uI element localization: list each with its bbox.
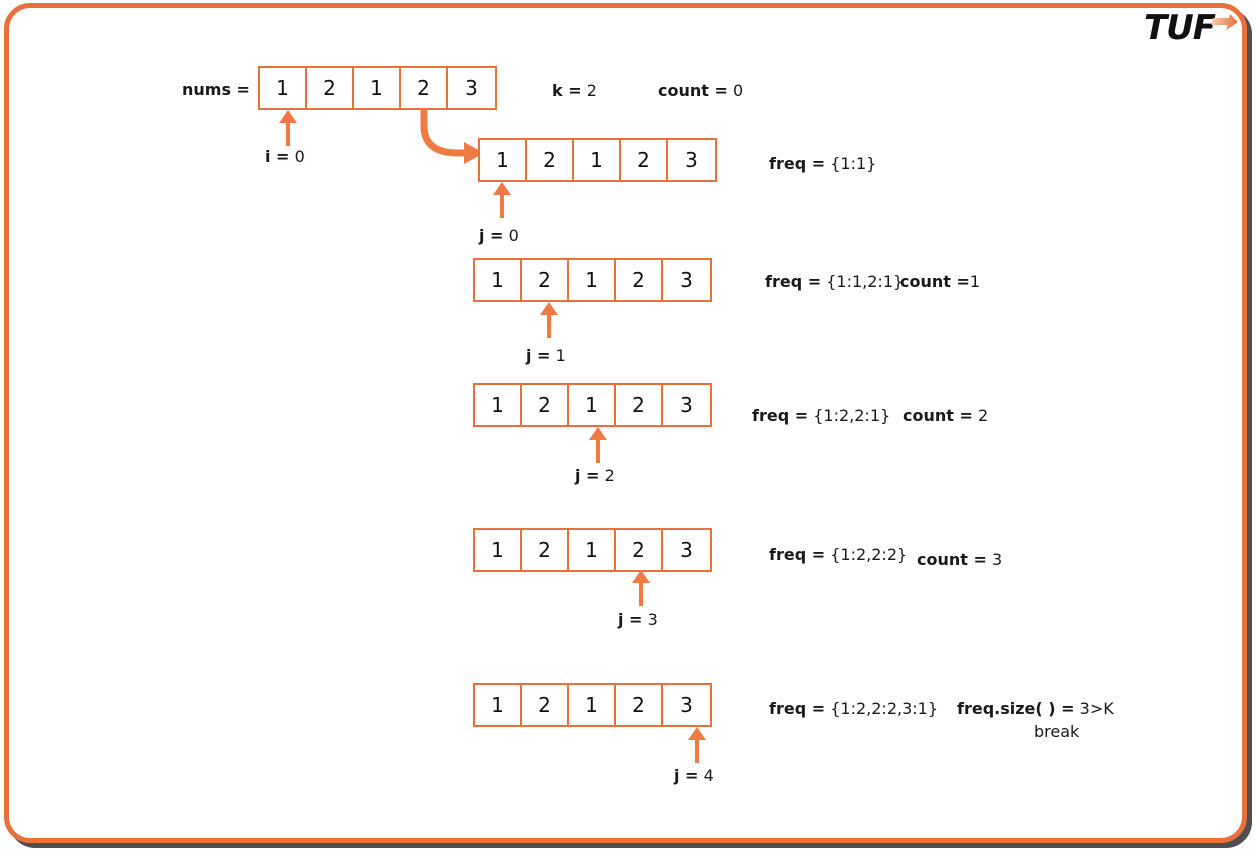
array-cell: 1 bbox=[480, 140, 527, 180]
break-note: break bbox=[1034, 722, 1080, 741]
freq-value: {1:2,2:2} bbox=[830, 545, 908, 564]
array-row-j4: 1 2 1 2 3 bbox=[473, 683, 712, 727]
pointer-key: j = bbox=[575, 466, 600, 485]
count-label-j2: count = 2 bbox=[903, 405, 988, 427]
freq-value: {1:2,2:1} bbox=[813, 406, 891, 425]
array-cell: 1 bbox=[569, 685, 616, 725]
pointer-key: j = bbox=[479, 226, 504, 245]
array-cell: 2 bbox=[616, 385, 663, 425]
array-cell: 3 bbox=[680, 268, 693, 292]
k-label: k = 2 bbox=[552, 80, 597, 102]
logo-text: TUF bbox=[1143, 8, 1216, 48]
array-cell: 2 bbox=[616, 530, 663, 570]
pointer-arrow-j4 bbox=[687, 727, 707, 768]
count-key: count = bbox=[900, 272, 970, 291]
freq-key: freq = bbox=[769, 545, 826, 564]
pointer-value: 4 bbox=[703, 766, 714, 785]
pointer-label-j4: j = 4 bbox=[674, 766, 714, 785]
array-cell: 2 bbox=[401, 68, 448, 108]
pointer-label-j3: j = 3 bbox=[618, 610, 658, 629]
array-row-nums: 1 2 1 2 3 bbox=[258, 66, 497, 110]
pointer-arrow-j1 bbox=[539, 302, 559, 343]
array-cell: 2 bbox=[527, 140, 574, 180]
count-value: 1 bbox=[969, 272, 981, 291]
freq-key: freq = bbox=[765, 272, 822, 291]
count-key: count = bbox=[917, 550, 987, 569]
pointer-label-j1: j = 1 bbox=[526, 346, 566, 365]
array-cell: 1 bbox=[475, 685, 522, 725]
count-value: 2 bbox=[977, 406, 989, 425]
array-cell: 3 bbox=[680, 693, 693, 717]
pointer-value: 0 bbox=[508, 226, 519, 245]
pointer-arrow-j3 bbox=[631, 570, 651, 611]
freq-label-j0: freq = {1:1} bbox=[769, 153, 876, 175]
freq-key: freq = bbox=[752, 406, 809, 425]
freq-label-j1: freq = {1:1,2:1} bbox=[765, 271, 903, 293]
array-cell: 2 bbox=[307, 68, 354, 108]
count-label-j1: count =1 bbox=[900, 271, 980, 293]
freq-size-label: freq.size( ) = 3>K bbox=[957, 698, 1114, 720]
array-cell: 2 bbox=[621, 140, 668, 180]
curved-connector-arrow bbox=[400, 108, 500, 183]
array-cell: 1 bbox=[574, 140, 621, 180]
array-cell: 1 bbox=[475, 385, 522, 425]
freq-value: {1:1} bbox=[830, 154, 877, 173]
array-cell: 2 bbox=[616, 685, 663, 725]
freq-label-j4: freq = {1:2,2:2,3:1} bbox=[769, 698, 938, 720]
pointer-label-j0: j = 0 bbox=[479, 226, 519, 245]
array-cell: 1 bbox=[260, 68, 307, 108]
array-cell: 2 bbox=[522, 685, 569, 725]
array-cell: 1 bbox=[475, 530, 522, 570]
array-row-j2: 1 2 1 2 3 bbox=[473, 383, 712, 427]
array-cell: 2 bbox=[522, 260, 569, 300]
array-cell: 2 bbox=[522, 530, 569, 570]
array-cell: 2 bbox=[522, 385, 569, 425]
array-cell: 1 bbox=[569, 385, 616, 425]
pointer-key: j = bbox=[674, 766, 699, 785]
k-key: k = bbox=[552, 81, 582, 100]
count-value: 0 bbox=[732, 81, 744, 100]
array-cell: 1 bbox=[569, 260, 616, 300]
pointer-arrow-j0 bbox=[492, 182, 512, 223]
freq-value: {1:2,2:2,3:1} bbox=[830, 699, 939, 718]
array-cell: 3 bbox=[680, 393, 693, 417]
pointer-arrow-j2 bbox=[588, 427, 608, 468]
freq-label-j2: freq = {1:2,2:1} bbox=[752, 405, 890, 427]
freq-value: {1:1,2:1} bbox=[826, 272, 904, 291]
pointer-value: 0 bbox=[294, 147, 305, 166]
pointer-value: 1 bbox=[555, 346, 566, 365]
count-label-initial: count = 0 bbox=[658, 80, 743, 102]
count-value: 3 bbox=[991, 550, 1003, 569]
pointer-key: j = bbox=[618, 610, 643, 629]
freq-size-key: freq.size( ) = bbox=[957, 699, 1075, 718]
pointer-value: 3 bbox=[647, 610, 658, 629]
count-key: count = bbox=[658, 81, 728, 100]
count-key: count = bbox=[903, 406, 973, 425]
array-cell: 3 bbox=[680, 538, 693, 562]
freq-key: freq = bbox=[769, 154, 826, 173]
array-cell: 3 bbox=[685, 148, 698, 172]
array-row-j0: 1 2 1 2 3 bbox=[478, 138, 717, 182]
pointer-label-i: i = 0 bbox=[265, 147, 305, 166]
pointer-key: j = bbox=[526, 346, 551, 365]
freq-size-value: 3>K bbox=[1079, 699, 1114, 718]
pointer-key: i = bbox=[265, 147, 290, 166]
pointer-arrow-i bbox=[278, 110, 298, 151]
array-cell: 2 bbox=[616, 260, 663, 300]
k-value: 2 bbox=[586, 81, 597, 100]
count-label-j3: count = 3 bbox=[917, 549, 1002, 571]
array-row-j3: 1 2 1 2 3 bbox=[473, 528, 712, 572]
array-cell: 3 bbox=[465, 76, 478, 100]
array-cell: 1 bbox=[475, 260, 522, 300]
pointer-label-j2: j = 2 bbox=[575, 466, 615, 485]
arrow-right-icon bbox=[1211, 13, 1239, 38]
tuf-logo: TUF bbox=[1143, 8, 1239, 48]
pointer-value: 2 bbox=[604, 466, 615, 485]
array-cell: 1 bbox=[569, 530, 616, 570]
freq-key: freq = bbox=[769, 699, 826, 718]
array-row-j1: 1 2 1 2 3 bbox=[473, 258, 712, 302]
array-cell: 1 bbox=[354, 68, 401, 108]
nums-label: nums = bbox=[182, 80, 250, 99]
freq-label-j3: freq = {1:2,2:2} bbox=[769, 544, 907, 566]
